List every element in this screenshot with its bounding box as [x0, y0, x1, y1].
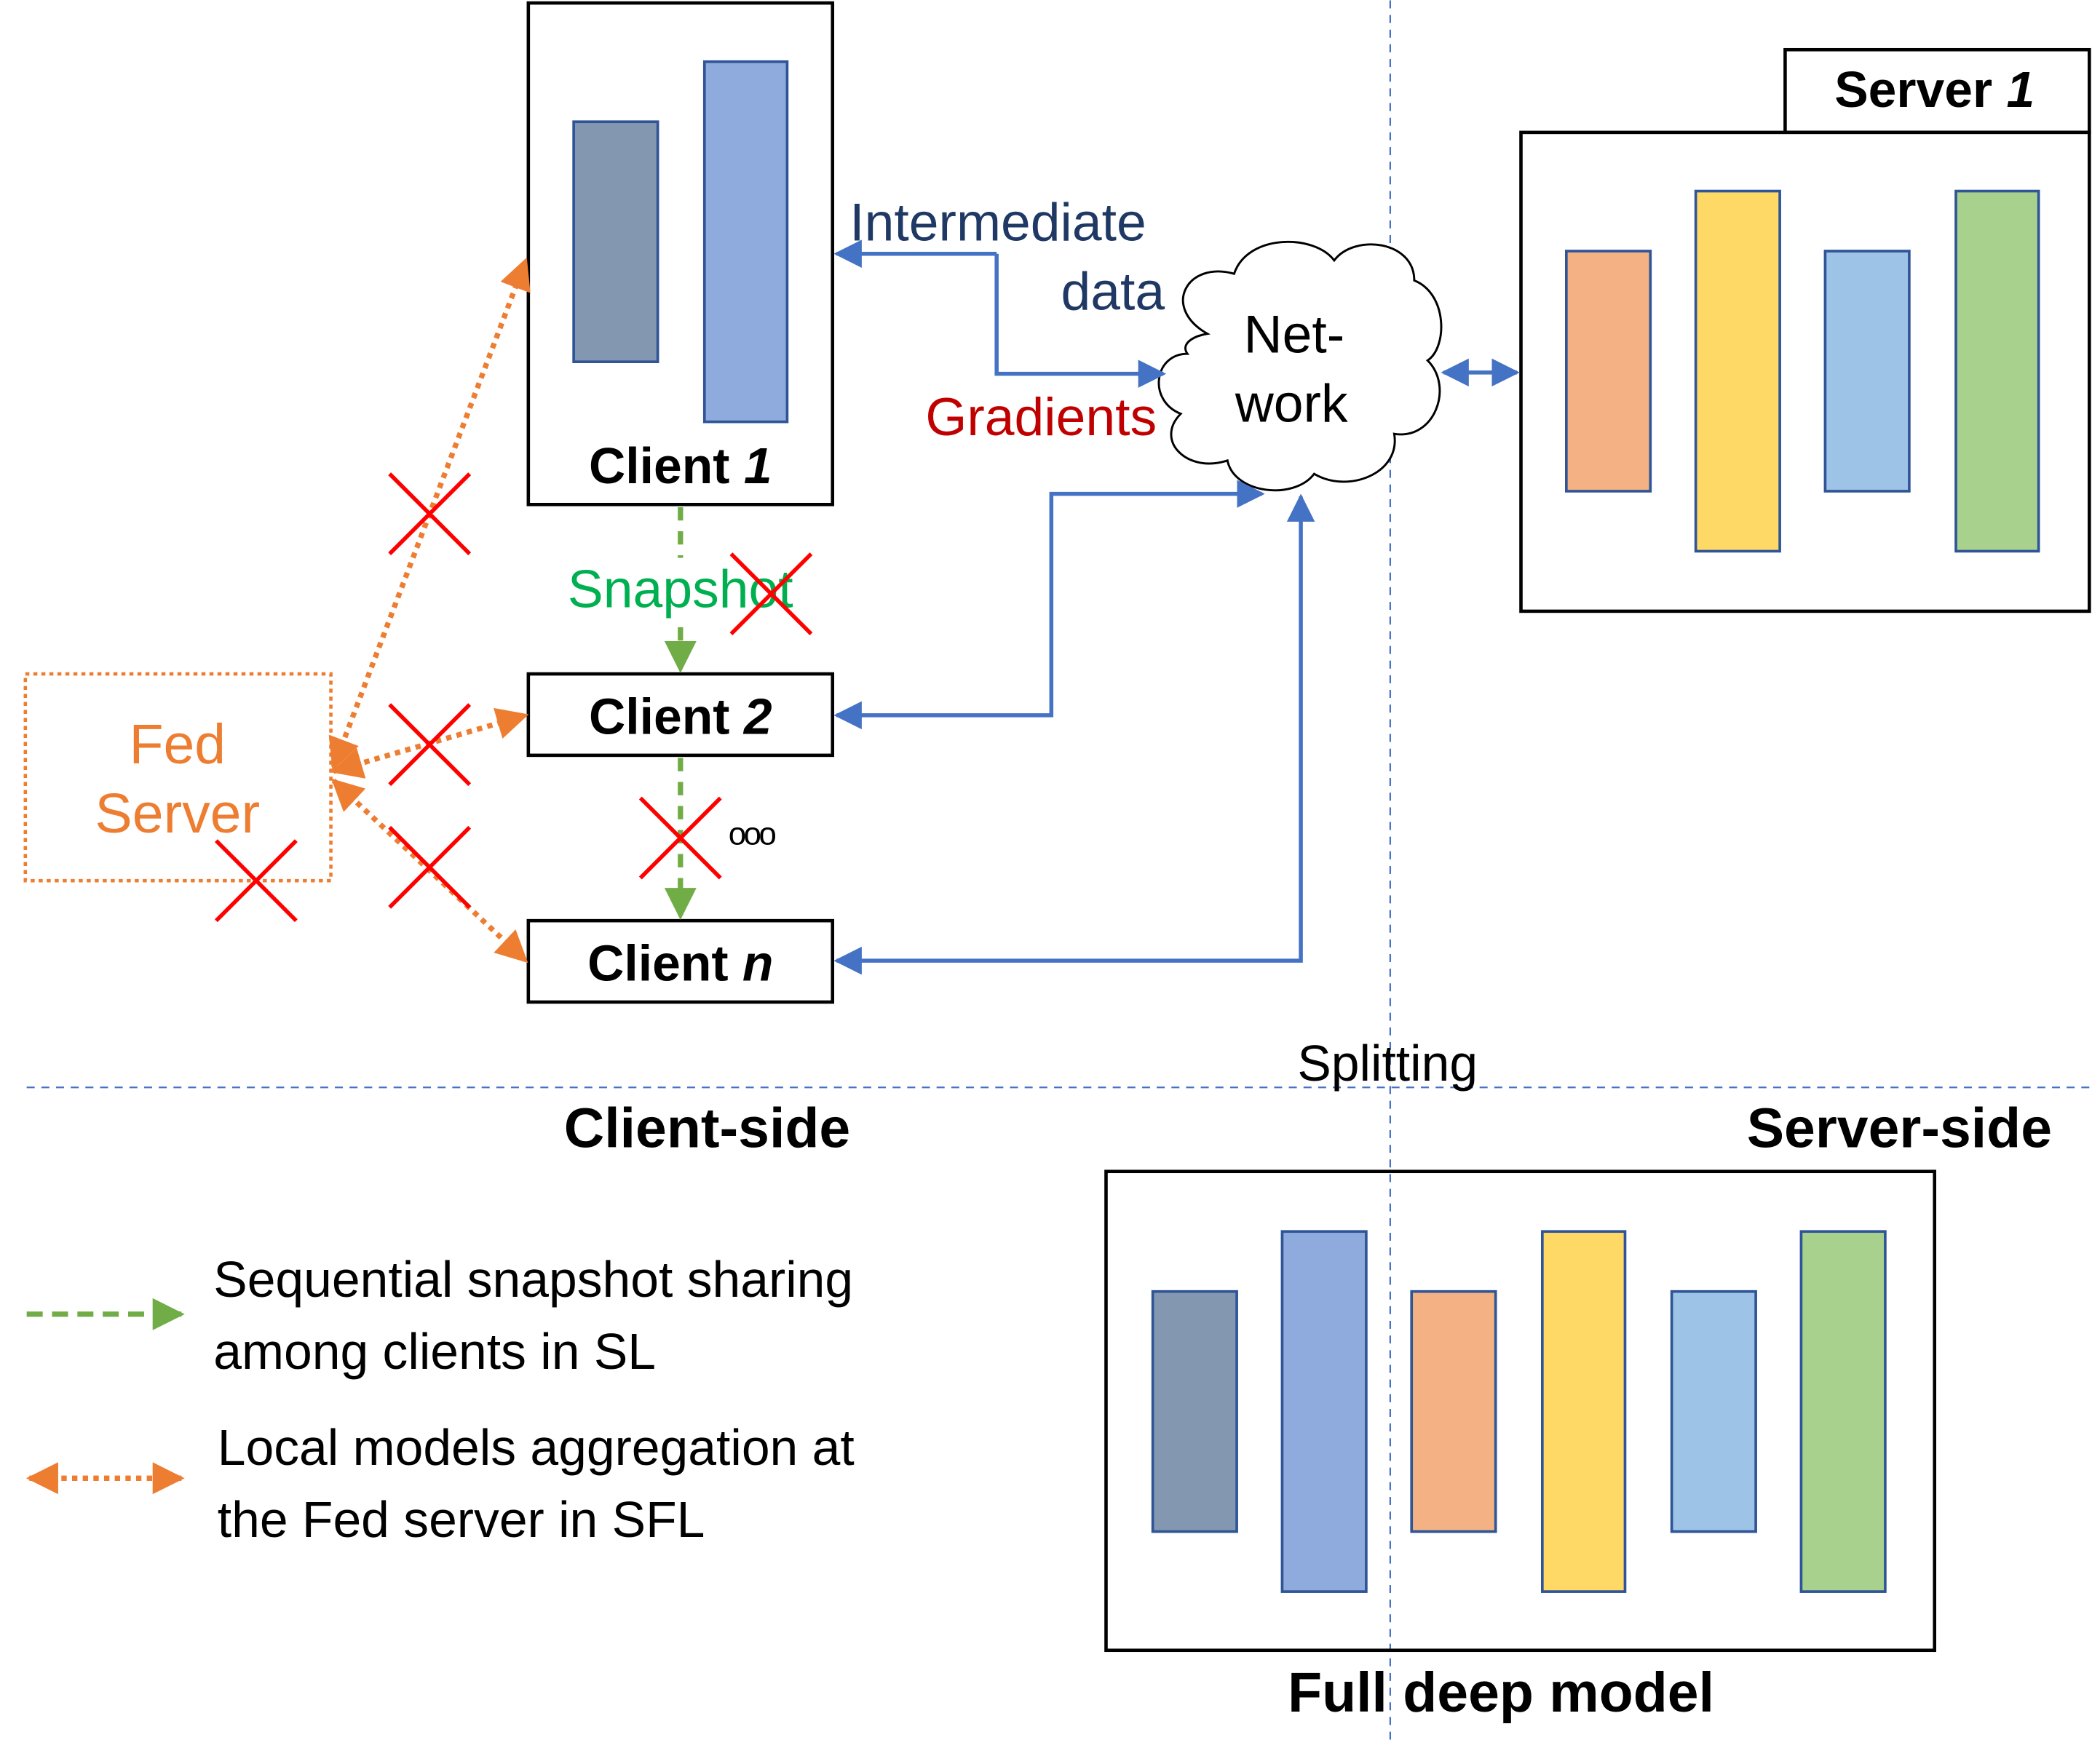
full-model-layer-1: [1151, 1290, 1238, 1533]
server-1-tab: [1783, 47, 2091, 135]
full-model-layer-4: [1541, 1230, 1627, 1593]
client-1-layer-1: [572, 120, 659, 363]
cross-mark-snapshot: [729, 552, 813, 636]
client-2-label: Client 2: [589, 688, 772, 745]
aggregation-arrow-client-n: [331, 778, 528, 964]
client-2-link: [833, 480, 1265, 730]
client-n-link: [833, 493, 1315, 975]
server-layer-2: [1694, 189, 1781, 553]
legend-sfl-line2: the Fed server in SFL: [218, 1491, 705, 1548]
full-model-layer-5: [1670, 1290, 1757, 1533]
server-layer-3: [1823, 250, 1911, 493]
full-model-layer-6: [1799, 1230, 1887, 1593]
full-deep-model: Full deep model: [1104, 1169, 1937, 1724]
client-1-label-index: 1: [744, 437, 772, 494]
client-1-label-prefix: Client: [589, 437, 744, 494]
fed-server-label-line1: Fed: [129, 713, 226, 776]
cross-mark-aggregation-3: [388, 825, 472, 909]
client-2-label-index: 2: [742, 688, 772, 745]
cross-mark-aggregation-2: [388, 703, 472, 787]
client-n-label-prefix: Client: [587, 935, 742, 992]
fed-server: Fed Server: [23, 672, 333, 883]
intermediate-data-label-line1: Intermediate: [849, 192, 1146, 252]
client-n: Client n: [526, 918, 835, 1004]
network-cloud: Net- work: [1157, 240, 1443, 492]
full-model-label: Full deep model: [1288, 1661, 1714, 1724]
server-side-label: Server-side: [1747, 1097, 2052, 1160]
legend-sfl-line1: Local models aggregation at: [218, 1419, 855, 1476]
full-model-box: [1104, 1169, 1937, 1653]
client-n-label-index: n: [742, 935, 774, 992]
legend-sl-line1: Sequential snapshot sharing: [213, 1251, 853, 1308]
client-n-box: [526, 918, 835, 1004]
snapshot-label-bg: [553, 557, 815, 619]
full-model-layer-2: [1280, 1230, 1368, 1593]
server-1-label-index: 1: [2006, 61, 2034, 118]
client-1: Client 1: [526, 1, 835, 506]
ellipsis-label: ooo: [729, 817, 776, 852]
intermediate-data-label-line2: data: [1061, 262, 1165, 322]
server-layer-1: [1565, 250, 1652, 493]
fed-server-label-line2: Server: [95, 782, 260, 845]
snapshot-label: Snapshot: [568, 559, 793, 619]
intermediate-data-arrow: [994, 253, 1167, 388]
client-2-label-prefix: Client: [589, 688, 744, 745]
client-2: Client 2: [526, 672, 835, 758]
server-1-label-prefix: Server: [1834, 61, 2006, 118]
server-1: Server 1: [1519, 47, 2091, 613]
client-2-box: [526, 672, 835, 758]
client-1-label: Client 1: [589, 437, 772, 494]
cross-mark-aggregation-1: [388, 472, 472, 556]
client-side-label: Client-side: [564, 1097, 850, 1160]
legend: Sequential snapshot sharing among client…: [25, 1251, 855, 1548]
network-label-line2: work: [1235, 374, 1348, 434]
network-label-line1: Net-: [1244, 304, 1344, 364]
fed-server-box: [23, 672, 333, 883]
server-1-label: Server 1: [1834, 61, 2034, 118]
client-1-layer-2: [702, 60, 789, 424]
server-layer-4: [1954, 189, 2040, 553]
gradients-label: Gradients: [925, 387, 1157, 447]
legend-sl-line2: among clients in SL: [213, 1323, 656, 1380]
cross-mark-fed-server: [214, 839, 298, 923]
cross-mark-snapshot-2: [638, 796, 722, 880]
client-n-label: Client n: [587, 935, 773, 992]
cloud-shape: [1157, 240, 1443, 492]
splitting-label: Splitting: [1297, 1035, 1478, 1092]
full-model-layer-3: [1410, 1290, 1497, 1533]
